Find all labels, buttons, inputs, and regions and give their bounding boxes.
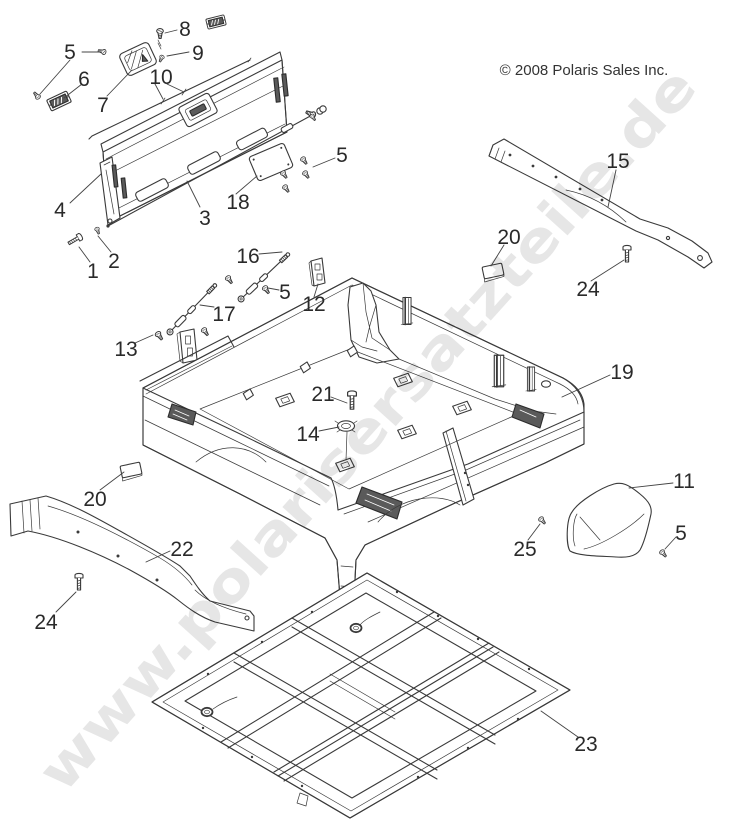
part-14-cap xyxy=(334,420,358,461)
callout-17: 17 xyxy=(212,303,235,326)
part-23-frame xyxy=(151,572,571,819)
part-11-corner-panel xyxy=(566,482,652,558)
part-8-screw xyxy=(156,28,164,50)
callout-1: 1 xyxy=(87,260,99,283)
tailgate-pivot-rod xyxy=(106,113,315,228)
part-25-screw xyxy=(537,515,548,526)
callout-18: 18 xyxy=(226,191,249,214)
part-20-pad-left xyxy=(118,461,144,482)
callout-14: 14 xyxy=(296,423,320,446)
part-24-bolt-left xyxy=(74,572,84,591)
callout-labels: 1 2 3 4 5 5 5 5 6 7 8 9 10 11 12 13 14 1… xyxy=(34,18,695,756)
callout-22: 22 xyxy=(170,538,193,561)
part-5-screw-bottomright xyxy=(658,548,669,559)
part-3-tailgate xyxy=(100,51,289,223)
part-13-screw xyxy=(153,330,165,342)
callout-6: 6 xyxy=(78,68,90,91)
part-24-bolt-top xyxy=(622,244,632,263)
callout-19: 19 xyxy=(610,361,633,384)
callout-20b: 20 xyxy=(83,488,106,511)
callout-23: 23 xyxy=(574,733,597,756)
part-2-screw xyxy=(93,226,102,236)
callout-5c: 5 xyxy=(279,281,291,304)
callout-25: 25 xyxy=(513,538,536,561)
callout-24b: 24 xyxy=(34,611,58,634)
part-22-support-bracket xyxy=(9,495,255,632)
callout-20a: 20 xyxy=(497,226,520,249)
part-1-bolt xyxy=(66,232,84,248)
hinge-bracket xyxy=(176,328,198,364)
part-12-bracket xyxy=(308,257,326,287)
callout-21: 21 xyxy=(311,383,334,406)
leader-lines xyxy=(39,29,677,738)
part-19-cargo-box xyxy=(139,277,585,600)
handle-pocket-front-left xyxy=(167,403,197,426)
callout-5d: 5 xyxy=(675,522,687,545)
part-9-screw xyxy=(157,54,166,64)
callout-5b: 5 xyxy=(336,144,348,167)
part-6-decal xyxy=(45,90,73,112)
tailgate-handle xyxy=(178,92,218,128)
callout-13: 13 xyxy=(114,338,137,361)
top-decal xyxy=(205,14,227,30)
callout-15: 15 xyxy=(606,150,629,173)
callout-7: 7 xyxy=(97,94,109,117)
callout-11: 11 xyxy=(673,470,695,493)
pivot-screw-washer xyxy=(304,105,327,120)
part-7-latch-plate xyxy=(119,42,157,76)
copyright-text: © 2008 Polaris Sales Inc. xyxy=(500,62,669,79)
callout-12: 12 xyxy=(302,293,325,316)
part-4-side-channel xyxy=(99,156,128,226)
callout-4: 4 xyxy=(54,199,66,222)
callout-9: 9 xyxy=(192,42,204,65)
callout-24a: 24 xyxy=(576,278,600,301)
callout-8: 8 xyxy=(179,18,191,41)
callout-16: 16 xyxy=(236,245,259,268)
callout-10: 10 xyxy=(149,66,172,89)
callout-5a: 5 xyxy=(64,41,76,64)
part-17-cable xyxy=(165,281,219,337)
callout-2: 2 xyxy=(108,250,120,273)
handle-pocket-right xyxy=(511,403,545,429)
callout-3: 3 xyxy=(199,207,211,230)
handle-pocket-front-right xyxy=(355,486,403,520)
part-15-support-bracket xyxy=(488,138,713,269)
